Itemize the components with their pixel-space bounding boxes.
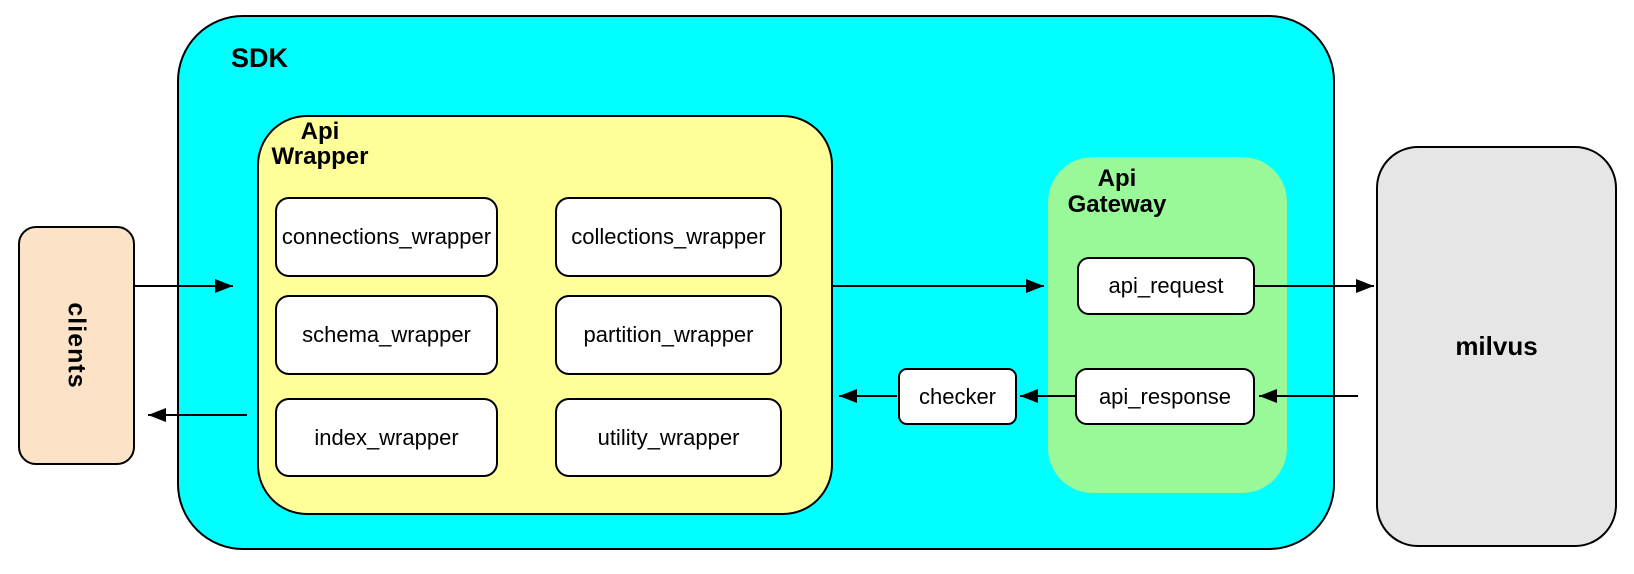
clients-node: clients: [18, 226, 135, 465]
collections-wrapper-node: collections_wrapper: [555, 197, 782, 277]
api-request-node: api_request: [1077, 257, 1255, 315]
clients-label: clients: [62, 302, 91, 389]
milvus-label: milvus: [1455, 331, 1538, 361]
schema-wrapper-node: schema_wrapper: [275, 295, 498, 375]
api-wrapper-title: Api Wrapper: [271, 118, 369, 170]
index-wrapper-node: index_wrapper: [275, 398, 498, 477]
connections-wrapper-node: connections_wrapper: [275, 197, 498, 277]
api-gateway-container: [1048, 157, 1287, 493]
utility-wrapper-node: utility_wrapper: [555, 398, 782, 477]
checker-node: checker: [898, 368, 1017, 425]
api-gateway-title: Api Gateway: [1067, 165, 1167, 218]
sdk-title: SDK: [231, 43, 289, 73]
milvus-node: milvus: [1376, 146, 1617, 547]
partition-wrapper-node: partition_wrapper: [555, 295, 782, 375]
api-response-node: api_response: [1075, 368, 1255, 425]
